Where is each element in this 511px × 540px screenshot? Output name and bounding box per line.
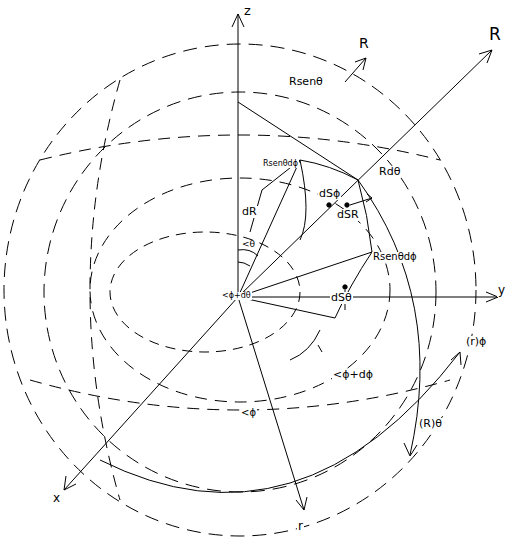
sphere-outline bbox=[4, 44, 476, 536]
axis-label: dSθ bbox=[330, 292, 353, 304]
arrow-head bbox=[404, 443, 417, 456]
axis-label: Rdθ bbox=[378, 166, 401, 178]
axis-label: Rsenθdϕ bbox=[372, 252, 418, 263]
axis-label: <ϕ+dϕ bbox=[332, 369, 374, 381]
inner-sphere-outline bbox=[44, 92, 436, 492]
r-line bbox=[238, 297, 304, 510]
axis-label: R bbox=[358, 36, 370, 51]
axis-label: z bbox=[243, 4, 252, 18]
meridian-arc bbox=[90, 80, 120, 500]
element-dot bbox=[327, 203, 331, 207]
element-line bbox=[238, 252, 372, 297]
element-edge bbox=[300, 160, 358, 180]
axis-label: Rsenθdϕ bbox=[262, 160, 299, 168]
axis-label: dSR bbox=[336, 209, 360, 221]
arrow-head bbox=[64, 476, 76, 490]
z-axis bbox=[238, 14, 239, 297]
element-edge bbox=[335, 252, 372, 318]
element-edge bbox=[300, 160, 306, 240]
arrow-head bbox=[296, 497, 307, 510]
angle-arc bbox=[290, 330, 320, 360]
axis-label: y bbox=[497, 284, 506, 297]
element-line bbox=[238, 160, 300, 297]
normal-arrow bbox=[350, 198, 372, 205]
arrow-head bbox=[451, 352, 461, 365]
element-dot bbox=[345, 203, 349, 207]
axis-label: (R)θ bbox=[418, 418, 443, 430]
y-axis bbox=[238, 297, 498, 298]
arrow-head bbox=[479, 50, 492, 63]
dr-segment bbox=[262, 160, 300, 190]
axis-label: r bbox=[297, 520, 304, 533]
element-edge bbox=[358, 180, 372, 252]
latitude-arc bbox=[30, 380, 450, 410]
axis-label: Rsenθ bbox=[288, 76, 324, 88]
x-axis bbox=[64, 297, 238, 490]
arrow-head bbox=[355, 58, 366, 70]
rsen-line bbox=[238, 102, 358, 180]
axis-label: x bbox=[52, 492, 61, 505]
theta-arc bbox=[358, 180, 420, 455]
angle-arc bbox=[238, 250, 258, 256]
axis-label: <ϕ bbox=[240, 408, 257, 419]
inner-ellipse bbox=[90, 178, 390, 402]
element-dot bbox=[343, 285, 347, 289]
radius-line bbox=[238, 50, 492, 297]
unit-r-arrow bbox=[345, 58, 366, 82]
latitude-arc bbox=[40, 135, 440, 160]
arrow-head bbox=[366, 194, 372, 202]
axis-label: R bbox=[488, 26, 502, 44]
axis-label: (r)ϕ bbox=[465, 336, 487, 348]
axis-label: dSϕ bbox=[318, 188, 341, 200]
axis-label: <ϕ+dθ bbox=[221, 292, 252, 300]
angle-arc bbox=[238, 262, 250, 266]
phi-arc bbox=[100, 352, 460, 492]
axis-label: dR bbox=[241, 206, 258, 218]
axis-label: <θ bbox=[241, 240, 256, 249]
element-line bbox=[238, 297, 335, 318]
